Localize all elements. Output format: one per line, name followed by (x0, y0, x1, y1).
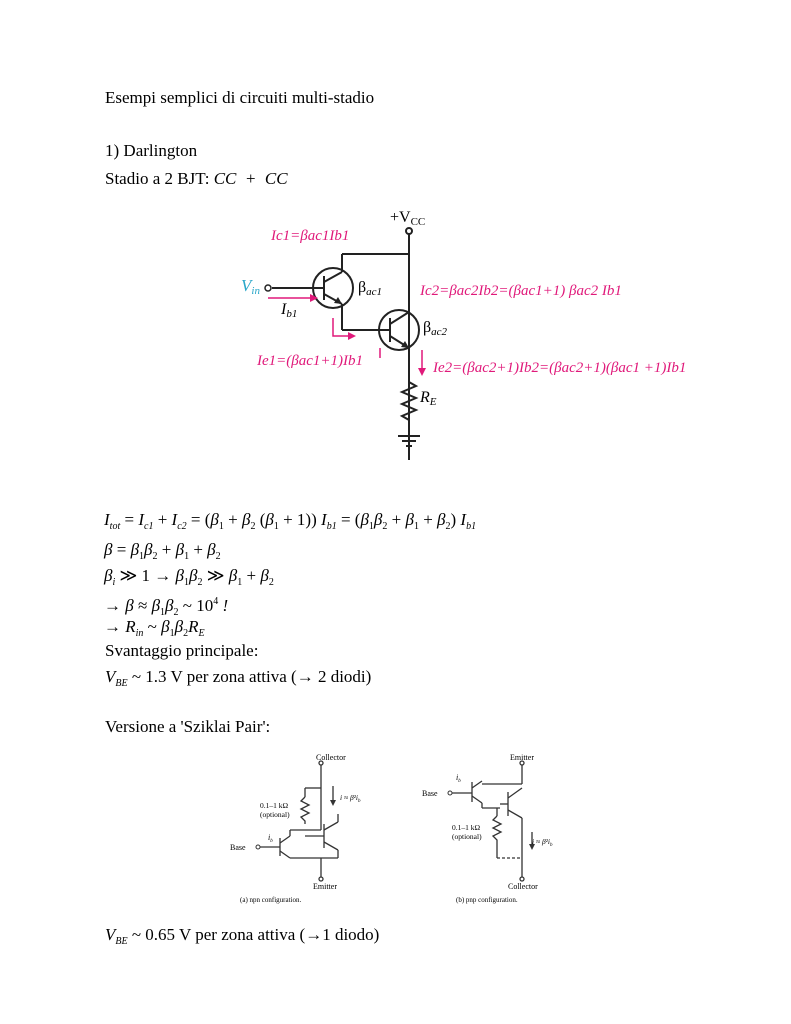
re-label: RE (419, 389, 437, 408)
npn-collector-label: Collector (316, 753, 346, 762)
equation-beta-estimate: → β ≈ β1β2 ~ 104 ! (104, 596, 229, 618)
pnp-resistor-label: 0.1–1 kΩ (452, 823, 481, 832)
npn-optional-label: (optional) (260, 810, 290, 819)
vbe-text-2: per zona attiva ( (190, 925, 306, 944)
pnp-collector-label: Collector (508, 882, 538, 891)
npn-ib-label: ib (268, 833, 273, 844)
ie1-equation: Ie1=(βac1+1)Ib1 (256, 353, 363, 369)
npn-caption: (a) npn configuration. (240, 896, 301, 904)
npn-resistor-label: 0.1–1 kΩ (260, 801, 289, 810)
section-heading: 1) Darlington (105, 141, 198, 160)
vbe-value-2: ~ 0.65 V (131, 925, 191, 944)
ic1-equation: Ic1=βac1Ib1 (270, 228, 349, 244)
equation-rin: → Rin ~ β1β2RE (104, 617, 205, 639)
stage-line: Stadio a 2 BJT: CC + CC (105, 169, 288, 189)
stage-prefix: Stadio a 2 BJT: (105, 169, 214, 188)
vbe-line-1: VBE ~ 1.3 V per zona attiva (→ 2 diodi) (105, 667, 372, 689)
vin-label: Vin (241, 276, 260, 297)
npn-base-label: Base (230, 843, 246, 852)
vbe-value-1: ~ 1.3 V (131, 667, 183, 686)
darlington-circuit: +VCC Vin Ib1 βac1 βac2 RE Ic1=βac1Ib1 Ic… (241, 209, 686, 460)
ic2-equation: Ic2=βac2Ib2=(βac1+1) βac2 Ib1 (419, 283, 622, 299)
svantaggio-label: Svantaggio principale: (105, 641, 259, 660)
pnp-current-label: i ≈ β²ib (532, 837, 553, 848)
page-title: Esempi semplici di circuiti multi-stadio (105, 88, 375, 107)
vbe-tail-1: 2 diodi) (313, 667, 372, 686)
npn-emitter-label: Emitter (313, 882, 337, 891)
ib1-label: Ib1 (280, 301, 297, 320)
sziklai-pnp-figure: Emitter Collector Base 0.1–1 kΩ (optiona… (422, 753, 553, 904)
npn-current-label: i ≈ β²ib (340, 793, 361, 804)
pnp-caption: (b) pnp configuration. (456, 896, 518, 904)
equation-approx: βi ≫ 1 → β1β2 ≫ β1 + β2 (104, 566, 274, 588)
equation-itot: Itot = Ic1 + Ic2 = (β1 + β2 (β1 + 1)) Ib… (104, 510, 477, 532)
beta1-label: βac1 (358, 279, 382, 298)
sziklai-npn-figure: Collector Emitter Base 0.1–1 kΩ (optiona… (230, 753, 361, 904)
vbe-tail-2: 1 diodo) (322, 925, 380, 944)
beta2-label: βac2 (423, 319, 448, 338)
pnp-optional-label: (optional) (452, 832, 482, 841)
pnp-ib-label: ib (456, 773, 461, 784)
vbe-line-2: VBE ~ 0.65 V per zona attiva (→1 diodo) (105, 925, 380, 947)
vcc-label: +VCC (390, 209, 425, 228)
pnp-base-label: Base (422, 789, 438, 798)
sziklai-heading: Versione a 'Sziklai Pair': (105, 717, 271, 736)
ie2-equation: Ie2=(βac2+1)Ib2=(βac2+1)(βac1 +1)Ib1 (432, 360, 686, 376)
stage-formula: CC + CC (213, 169, 288, 188)
equation-beta: β = β1β2 + β1 + β2 (104, 540, 221, 562)
vbe-text-1: per zona attiva ( (182, 667, 297, 686)
pnp-emitter-label: Emitter (510, 753, 534, 762)
